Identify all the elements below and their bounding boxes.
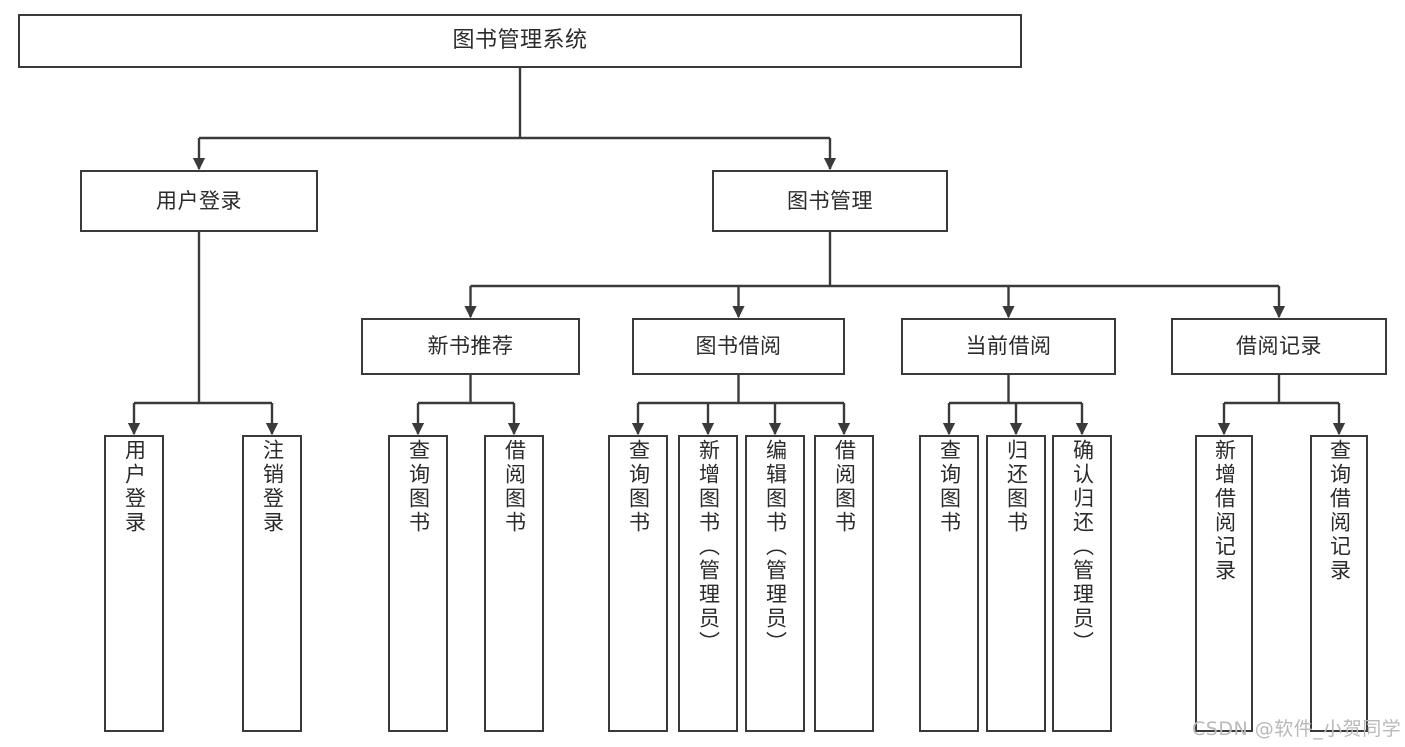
leaf-borrow-book-newbook[interactable]: 借阅图书	[484, 435, 544, 732]
leaf-confirm-return-label: 确认归还（管理员）	[1070, 439, 1095, 655]
connector-lines	[127, 68, 1346, 436]
node-new-book-recommend[interactable]: 新书推荐	[361, 318, 580, 375]
leaf-query-book-borrow[interactable]: 查询图书	[608, 435, 668, 732]
leaf-add-book-label: 新增图书（管理员）	[696, 439, 721, 655]
leaf-edit-book[interactable]: 编辑图书（管理员）	[745, 435, 805, 732]
leaf-logout-label: 注销登录	[260, 439, 285, 535]
node-book-borrow-label: 图书借阅	[695, 334, 782, 359]
node-book-management-label: 图书管理	[787, 188, 873, 213]
node-book-management[interactable]: 图书管理	[712, 170, 948, 232]
leaf-return-book[interactable]: 归还图书	[986, 435, 1046, 732]
leaf-borrow-book-newbook-label: 借阅图书	[502, 439, 527, 535]
leaf-query-book-newbook[interactable]: 查询图书	[388, 435, 448, 732]
node-borrow-records[interactable]: 借阅记录	[1171, 318, 1387, 375]
node-borrow-records-label: 借阅记录	[1236, 334, 1322, 359]
node-current-borrow[interactable]: 当前借阅	[901, 318, 1116, 375]
csdn-watermark: CSDN @软件_小贺同学	[1192, 718, 1402, 740]
leaf-query-book-current[interactable]: 查询图书	[919, 435, 979, 732]
leaf-user-login-label: 用户登录	[122, 439, 147, 535]
leaf-confirm-return[interactable]: 确认归还（管理员）	[1052, 435, 1112, 732]
node-user-login-label: 用户登录	[156, 188, 242, 213]
node-root-label: 图书管理系统	[452, 27, 588, 53]
leaf-user-login[interactable]: 用户登录	[104, 435, 164, 732]
node-book-borrow[interactable]: 图书借阅	[632, 318, 845, 375]
leaf-query-borrow-record-label: 查询借阅记录	[1327, 439, 1352, 583]
leaf-return-book-label: 归还图书	[1004, 439, 1029, 535]
node-current-borrow-label: 当前借阅	[965, 334, 1052, 359]
leaf-logout[interactable]: 注销登录	[242, 435, 302, 732]
node-new-book-recommend-label: 新书推荐	[427, 334, 514, 359]
leaf-borrow-book-borrow-label: 借阅图书	[832, 439, 857, 535]
leaf-add-borrow-record-label: 新增借阅记录	[1212, 439, 1237, 583]
leaf-add-borrow-record[interactable]: 新增借阅记录	[1195, 435, 1253, 732]
leaf-query-borrow-record[interactable]: 查询借阅记录	[1310, 435, 1368, 732]
leaf-edit-book-label: 编辑图书（管理员）	[763, 439, 788, 655]
node-root[interactable]: 图书管理系统	[18, 14, 1022, 68]
leaf-add-book[interactable]: 新增图书（管理员）	[678, 435, 738, 732]
leaf-query-book-newbook-label: 查询图书	[406, 439, 431, 535]
node-user-login[interactable]: 用户登录	[80, 170, 318, 232]
leaf-borrow-book-borrow[interactable]: 借阅图书	[814, 435, 874, 732]
leaf-query-book-current-label: 查询图书	[937, 439, 962, 535]
leaf-query-book-borrow-label: 查询图书	[626, 439, 651, 535]
